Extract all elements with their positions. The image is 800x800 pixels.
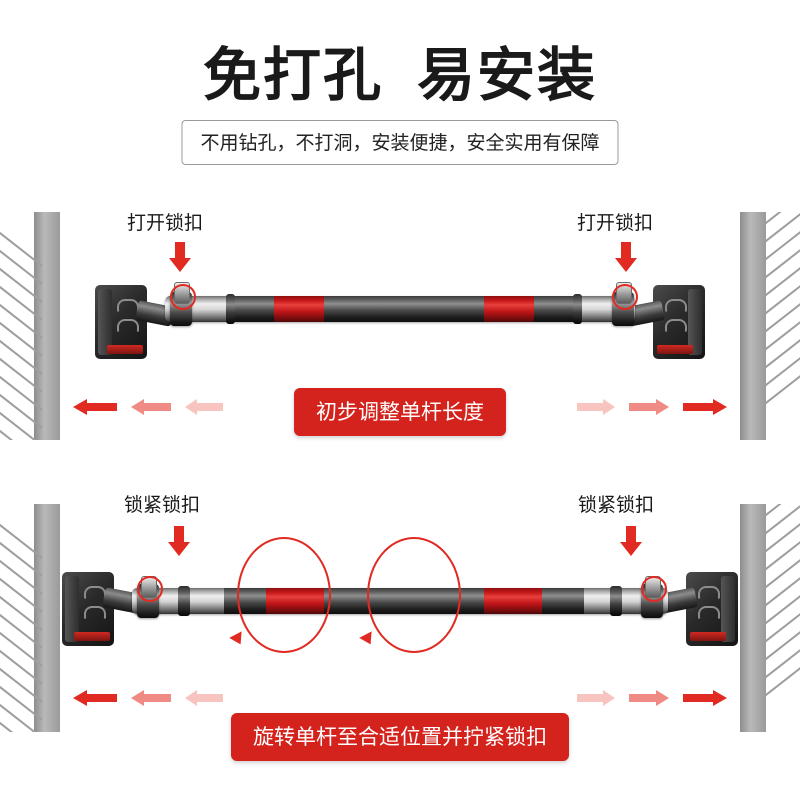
lock-highlight-circle-right-step2 [641,576,667,602]
lock-highlight-circle-right-step1 [612,284,638,310]
lock-highlight-circle-left-step2 [137,576,163,602]
wall-right-step1 [740,212,766,440]
right-arrow-icon-step2-1 [683,690,727,706]
step-2-label-left: 锁紧锁扣 [124,495,201,516]
rotation-arrow-tip-left [229,631,247,648]
bar-ring [226,294,235,324]
left-arrow-icon-step2-3 [185,690,223,706]
step-2-caption: 旋转单杆至合适位置并拧紧锁扣 [231,713,569,761]
left-arrow-icon-step1-3 [185,399,223,415]
right-arrow-icon-step1-2 [629,399,669,415]
step-2-label-right: 锁紧锁扣 [578,495,655,516]
rotation-arrow-icon-right [367,537,461,653]
bracket-hook [698,586,720,600]
wall-hatch-left-step1 [0,212,42,440]
bracket-hook [117,319,139,333]
bracket-red-foot [74,632,110,641]
page-subtitle: 不用钻孔，不打洞，安装便捷，安全实用有保障 [181,120,619,165]
bar-ring [178,586,190,616]
bar-red-grip [274,296,324,322]
wall-hatch-right-step1 [766,212,800,440]
bracket-pad [98,289,112,355]
step-1-label-right: 打开锁扣 [577,213,654,234]
left-arrow-icon-step2-1 [73,690,117,706]
bar-red-grip [484,588,542,614]
left-arrow-icon-step1-1 [73,399,117,415]
bar-black-segment [324,296,484,322]
wall-bracket-left-step1 [95,285,147,359]
bracket-hook [665,299,687,313]
bar-black-segment [542,588,584,614]
wall-right-step2 [740,504,766,732]
wall-bracket-right-step1 [653,285,705,359]
bar-black-segment [534,296,576,322]
bracket-red-foot [657,345,693,354]
bracket-hook [665,319,687,333]
bracket-pad [688,289,702,355]
bar-black-segment [232,296,274,322]
lock-highlight-circle-left-step1 [170,284,196,310]
wall-bracket-right-step2 [686,572,738,646]
rotation-arrow-icon-left [237,537,331,653]
bracket-pad [65,576,79,642]
bracket-pad [721,576,735,642]
right-arrow-icon-step2-2 [629,690,669,706]
left-arrow-icon-step1-2 [131,399,171,415]
bar-ring [610,586,622,616]
wall-left-step2 [34,504,60,732]
bracket-hook [698,606,720,620]
wall-hatch-right-step2 [766,504,800,732]
wall-left-step1 [34,212,60,440]
page-title: 免打孔易安装 [0,28,800,112]
page-title-right: 易安装 [417,43,598,108]
left-arrow-icon-step2-2 [131,690,171,706]
page-title-left: 免打孔 [202,43,383,108]
step-1-caption: 初步调整单杆长度 [294,388,506,436]
wall-bracket-left-step2 [62,572,114,646]
rotation-arrow-tip-right [359,631,377,648]
right-arrow-icon-step1-1 [683,399,727,415]
right-arrow-icon-step1-3 [577,399,615,415]
bar-ring [573,294,582,324]
step-1-label-left: 打开锁扣 [127,213,204,234]
bracket-red-foot [690,632,726,641]
wall-hatch-left-step2 [0,504,42,732]
bracket-red-foot [107,345,143,354]
right-arrow-icon-step2-3 [577,690,615,706]
bar-red-grip [484,296,534,322]
bracket-hook [84,606,106,620]
